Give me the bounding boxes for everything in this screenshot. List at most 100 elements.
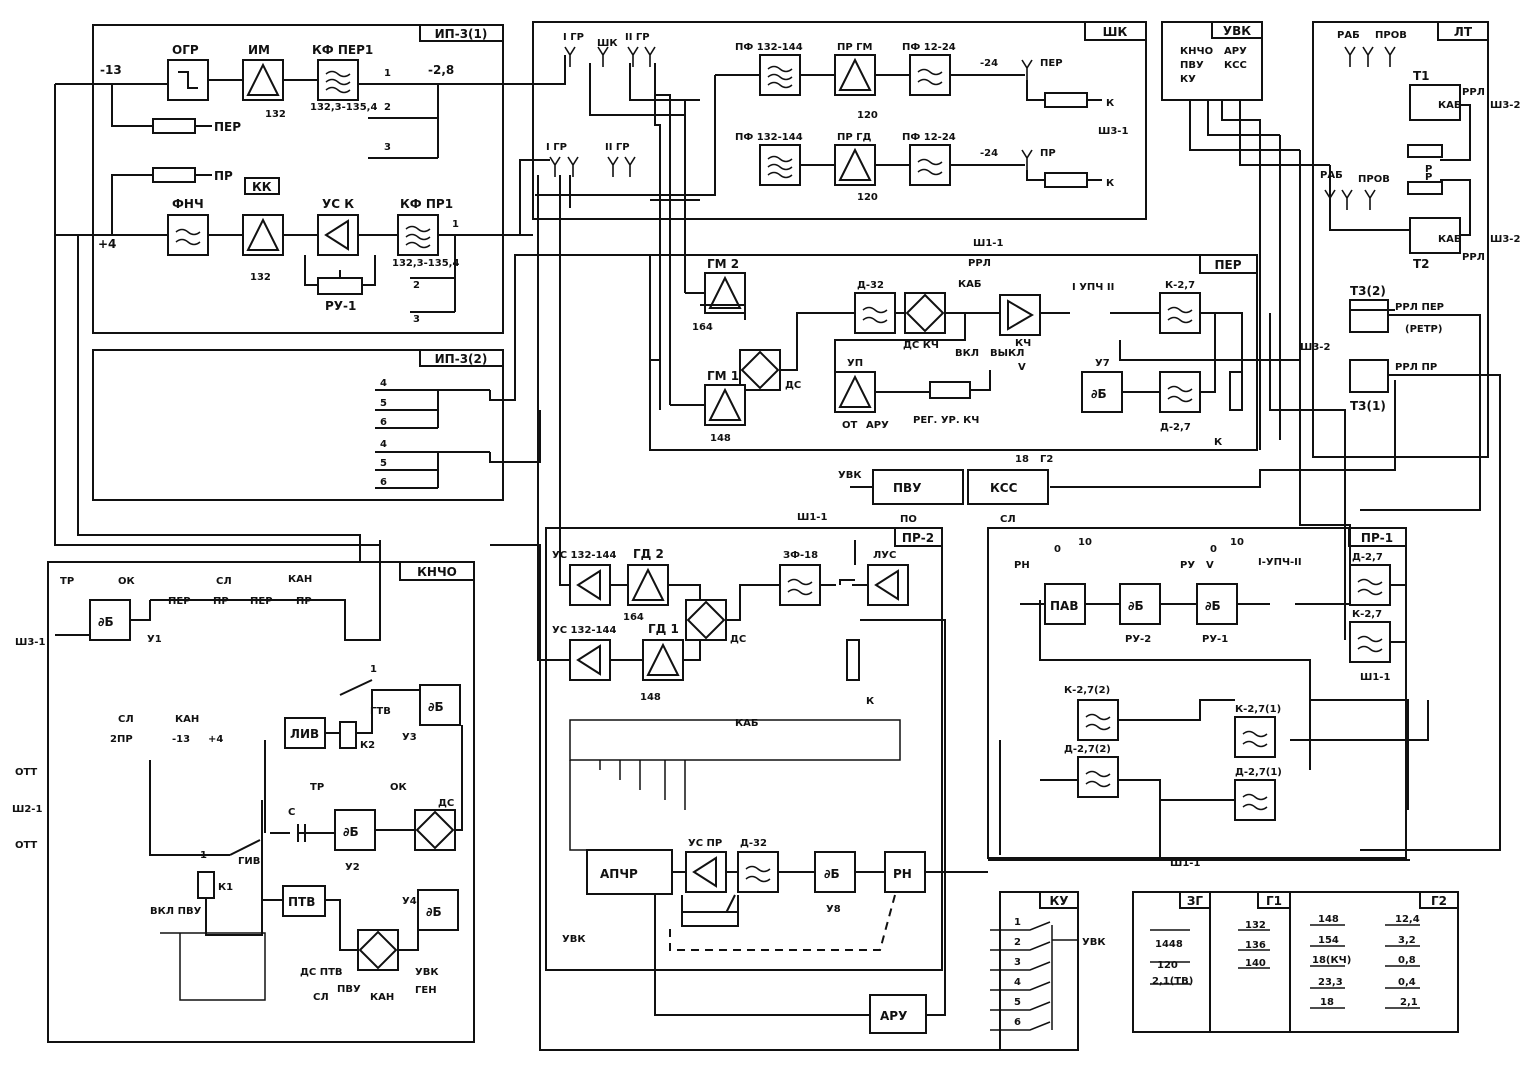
svg-text:КАН: КАН xyxy=(175,714,199,725)
panel-generators: ЗГ Г1 Г2 xyxy=(1132,891,1459,1033)
svg-text:I УПЧ II: I УПЧ II xyxy=(1072,282,1114,293)
pvu-block xyxy=(872,469,964,505)
svg-text:4: 4 xyxy=(380,439,387,450)
svg-text:154: 154 xyxy=(1318,935,1339,946)
svg-text:V: V xyxy=(1206,560,1214,571)
svg-text:КАБ: КАБ xyxy=(1438,100,1462,111)
svg-text:Д-2,7: Д-2,7 xyxy=(1352,552,1383,563)
svg-text:∂Б: ∂Б xyxy=(428,700,444,714)
svg-text:КАБ: КАБ xyxy=(958,279,982,290)
panel-kncho: КНЧО xyxy=(47,561,475,1043)
panel-pr2-title: ПР-2 xyxy=(902,531,934,545)
svg-text:ОТТ: ОТТ xyxy=(15,840,37,851)
panel-uvk-title: УВК xyxy=(1223,24,1251,38)
d27-2-filter xyxy=(1077,756,1119,798)
svg-text:РАБ: РАБ xyxy=(1337,30,1360,41)
svg-text:Ш1-1: Ш1-1 xyxy=(1170,858,1200,869)
svg-text:ОТТ: ОТТ xyxy=(15,767,37,778)
svg-text:КАН: КАН xyxy=(370,992,394,1003)
svg-text:ВЫКЛ: ВЫКЛ xyxy=(990,348,1024,359)
us-132-144-amplifier-1 xyxy=(569,564,611,606)
svg-text:Т2: Т2 xyxy=(1413,257,1430,271)
gm1-modulator xyxy=(704,384,746,426)
u8-attenuator xyxy=(814,851,856,893)
svg-text:18: 18 xyxy=(1320,997,1334,1008)
svg-text:Д-32: Д-32 xyxy=(857,280,884,291)
svg-text:РУ-1: РУ-1 xyxy=(1202,634,1228,645)
panel-uvk: УВК xyxy=(1161,21,1263,101)
svg-text:2: 2 xyxy=(1014,937,1021,948)
svg-text:КК: КК xyxy=(252,180,272,194)
svg-text:2: 2 xyxy=(384,102,391,113)
svg-text:У3: У3 xyxy=(402,732,417,743)
svg-text:К: К xyxy=(1106,178,1115,189)
ds-mixer-2 xyxy=(685,599,727,641)
svg-text:Т3(2): Т3(2) xyxy=(1350,284,1386,298)
panel-per: ПЕР xyxy=(649,254,1258,451)
svg-text:КСС: КСС xyxy=(1224,60,1247,71)
gd2-demodulator xyxy=(627,564,669,606)
svg-text:I ГР: I ГР xyxy=(563,32,584,43)
svg-text:ПЕР: ПЕР xyxy=(1040,58,1063,69)
svg-text:ДС: ДС xyxy=(785,380,801,391)
svg-text:6: 6 xyxy=(1014,1017,1021,1028)
svg-text:18: 18 xyxy=(1015,454,1029,465)
svg-text:РАБ: РАБ xyxy=(1320,170,1343,181)
svg-text:СЛ: СЛ xyxy=(1000,514,1016,525)
svg-text:Ш1-1: Ш1-1 xyxy=(1360,672,1390,683)
svg-text:К1: К1 xyxy=(218,882,233,893)
kk-modulator xyxy=(242,214,284,256)
svg-text:ГТВ: ГТВ xyxy=(370,706,391,717)
svg-text:РРЛ ПР: РРЛ ПР xyxy=(1395,362,1437,373)
svg-text:У2: У2 xyxy=(345,862,360,873)
svg-text:I ГР: I ГР xyxy=(546,142,567,153)
svg-text:Т3(1): Т3(1) xyxy=(1350,399,1386,413)
svg-text:6: 6 xyxy=(380,417,387,428)
kf-per1-filter xyxy=(317,59,359,101)
liv-block xyxy=(284,717,326,749)
apchr-block xyxy=(586,849,673,895)
svg-text:2,1: 2,1 xyxy=(1400,997,1418,1008)
svg-text:23,3: 23,3 xyxy=(1318,977,1343,988)
svg-text:К-2,7: К-2,7 xyxy=(1165,280,1195,291)
svg-text:ЛИВ: ЛИВ xyxy=(290,727,319,741)
svg-text:ПФ 132-144: ПФ 132-144 xyxy=(735,42,803,53)
svg-text:РН: РН xyxy=(1014,560,1030,571)
svg-text:УП: УП xyxy=(847,358,863,369)
svg-text:ВКЛ: ВКЛ xyxy=(955,348,979,359)
svg-text:∂Б: ∂Б xyxy=(1205,599,1221,613)
freq-table-g1: 132 136 140 xyxy=(1238,920,1270,969)
im-modulator xyxy=(242,59,284,101)
svg-text:-24: -24 xyxy=(980,58,998,69)
svg-text:II ГР: II ГР xyxy=(605,142,630,153)
svg-text:Ш3-2: Ш3-2 xyxy=(1490,100,1520,111)
svg-text:-13: -13 xyxy=(172,734,190,745)
panel-ku: КУ xyxy=(999,891,1079,1051)
up-amplifier xyxy=(834,371,876,413)
svg-text:УВК: УВК xyxy=(415,967,439,978)
svg-text:2,1(ТВ): 2,1(ТВ) xyxy=(1152,976,1193,987)
svg-text:132: 132 xyxy=(1245,920,1266,931)
freq-table-g2: 148 154 18(КЧ) 23,3 18 12,4 3,2 0,8 0,4 … xyxy=(1310,914,1420,1009)
svg-text:164: 164 xyxy=(692,322,713,333)
svg-text:5: 5 xyxy=(1014,997,1021,1008)
svg-text:Р: Р xyxy=(1425,164,1432,175)
k27-2-filter xyxy=(1077,699,1119,741)
panel-ip3-2: ИП-3(2) xyxy=(92,349,504,501)
pr1-contents: РН 0 10 ПАВ ∂Б РУ-2 РУ V 0 10 ∂Б РУ-1 I-… xyxy=(1014,537,1405,869)
svg-text:УС ПР: УС ПР xyxy=(688,838,722,849)
svg-text:ПО: ПО xyxy=(900,514,917,525)
svg-text:ПФ 12-24: ПФ 12-24 xyxy=(902,132,956,143)
panel-g2-title: Г2 xyxy=(1431,894,1447,908)
svg-text:РУ-2: РУ-2 xyxy=(1125,634,1151,645)
gm2-modulator xyxy=(704,272,746,314)
svg-text:ДС КЧ: ДС КЧ xyxy=(903,340,939,351)
svg-text:К-2,7(2): К-2,7(2) xyxy=(1064,685,1110,696)
k27-filter-pr1 xyxy=(1349,621,1391,663)
svg-text:СЛ: СЛ xyxy=(313,992,329,1003)
svg-text:18(КЧ): 18(КЧ) xyxy=(1312,955,1351,966)
pf-132-144-filter-2 xyxy=(759,144,801,186)
svg-text:РУ-1: РУ-1 xyxy=(325,299,356,313)
svg-text:АРУ: АРУ xyxy=(866,420,889,431)
svg-text:4: 4 xyxy=(380,378,387,389)
